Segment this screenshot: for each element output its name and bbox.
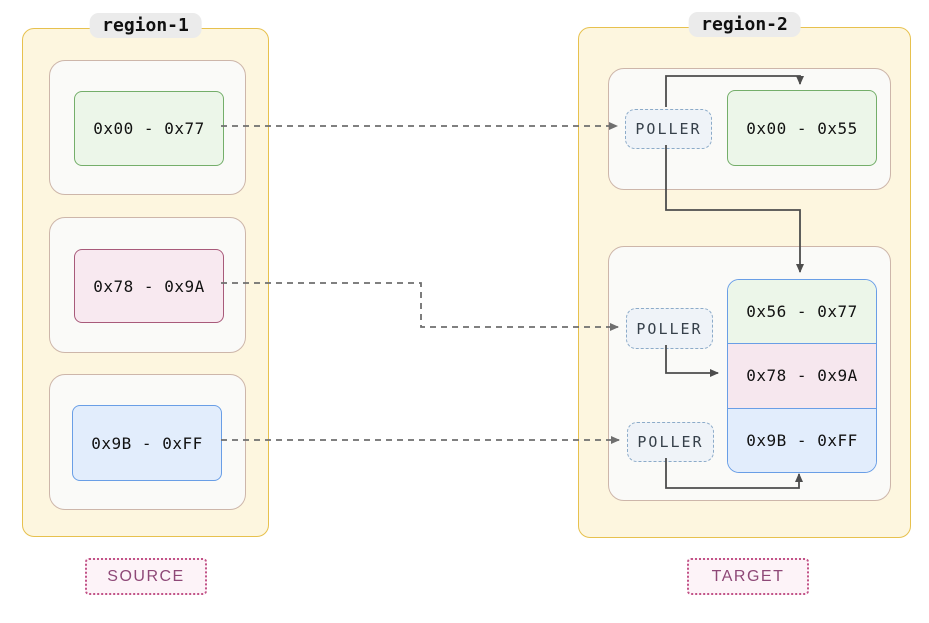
- edge-source2-to-poller2: [221, 282, 619, 331]
- source-block-0x9B-0xFF: 0x9B - 0xFF: [72, 405, 222, 481]
- stack-seg-0x56-0x77: 0x56 - 0x77: [728, 280, 876, 344]
- source-group-2: 0x78 - 0x9A: [49, 217, 246, 353]
- poller-3: POLLER: [627, 422, 714, 462]
- region-source: region-1 0x00 - 0x77 0x78 - 0x9A 0x9B - …: [22, 13, 269, 537]
- target-tag-badge: TARGET: [687, 558, 809, 595]
- source-block-label: 0x78 - 0x9A: [93, 276, 205, 296]
- poller-1: POLLER: [625, 109, 712, 149]
- source-block-0x00-0x77: 0x00 - 0x77: [74, 91, 224, 166]
- source-group-3: 0x9B - 0xFF: [49, 374, 246, 510]
- stack-seg-label: 0x56 - 0x77: [746, 302, 858, 322]
- stack-seg-label: 0x78 - 0x9A: [746, 366, 858, 386]
- target-group-2: POLLER POLLER 0x56 - 0x77 0x78 - 0x9A 0x…: [608, 246, 891, 501]
- region-target-title: region-2: [688, 12, 801, 37]
- target-block-label: 0x00 - 0x55: [746, 118, 858, 138]
- source-block-0x78-0x9A: 0x78 - 0x9A: [74, 249, 224, 323]
- poller-2: POLLER: [626, 308, 713, 349]
- stack-seg-0x9B-0xFF: 0x9B - 0xFF: [728, 407, 876, 472]
- stack-seg-0x78-0x9A: 0x78 - 0x9A: [728, 343, 876, 408]
- target-stack: 0x56 - 0x77 0x78 - 0x9A 0x9B - 0xFF: [727, 279, 877, 473]
- source-block-label: 0x9B - 0xFF: [91, 433, 203, 453]
- target-group-1: POLLER 0x00 - 0x55: [608, 68, 891, 190]
- source-block-label: 0x00 - 0x77: [93, 119, 205, 138]
- source-tag-badge: SOURCE: [85, 558, 207, 595]
- stack-seg-label: 0x9B - 0xFF: [746, 430, 858, 450]
- target-block-0x00-0x55: 0x00 - 0x55: [727, 90, 877, 166]
- region-target: region-2 POLLER 0x00 - 0x55 POLLER POLLE…: [578, 12, 911, 538]
- source-group-1: 0x00 - 0x77: [49, 60, 246, 195]
- region-source-title: region-1: [89, 13, 202, 38]
